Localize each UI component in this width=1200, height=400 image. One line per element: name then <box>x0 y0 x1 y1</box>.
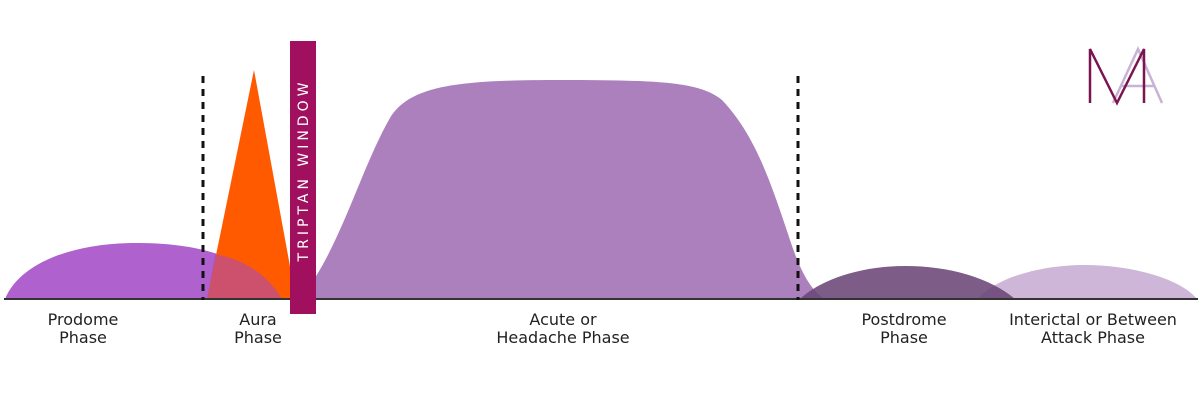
triptan-window-label: TRIPTAN WINDOW <box>296 79 312 263</box>
prodrome-label: Prodome Phase <box>47 310 119 347</box>
aura-shape <box>207 70 296 299</box>
prodrome-overlap-shape <box>207 254 282 299</box>
postdrome-shape <box>800 266 1015 299</box>
aura-label: Aura Phase <box>234 310 282 347</box>
interictal-label: Interictal or Between Attack Phase <box>1009 310 1177 347</box>
headache-label: Acute or Headache Phase <box>496 310 630 347</box>
triptan-window-band <box>290 41 316 314</box>
logo <box>1088 45 1164 106</box>
interictal-shape <box>978 265 1197 299</box>
postdrome-label: Postdrome Phase <box>861 310 947 347</box>
headache-shape <box>300 80 825 299</box>
logo-m-letter <box>1088 48 1146 106</box>
